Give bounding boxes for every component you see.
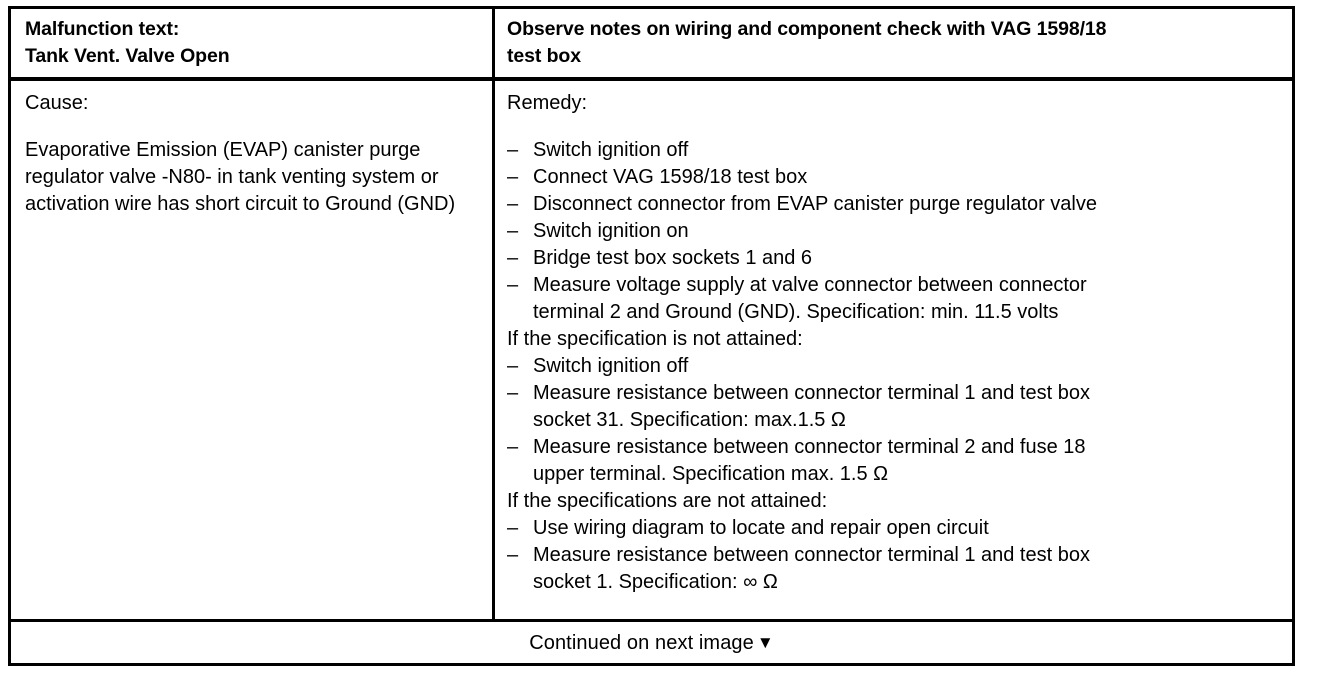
list-dash-marker: –	[507, 355, 519, 377]
down-triangle-icon: ▼	[756, 632, 774, 652]
remedy-item: –Use wiring diagram to locate and repair…	[507, 515, 1284, 542]
malfunction-text-value: Tank Vent. Valve Open	[25, 45, 230, 67]
notes-line-2: test box	[507, 45, 581, 67]
malfunction-table: Malfunction text: Tank Vent. Valve Open …	[8, 6, 1295, 666]
cause-cell: Cause: Evaporative Emission (EVAP) canis…	[11, 81, 495, 619]
remedy-item-text: Connect VAG 1598/18 test box	[533, 166, 808, 188]
remedy-cell: Remedy: –Switch ignition off–Connect VAG…	[495, 81, 1292, 619]
remedy-item: If the specification is not attained:	[507, 326, 1284, 353]
remedy-item-continuation: terminal 2 and Ground (GND). Specificati…	[533, 301, 1059, 323]
list-dash-marker: –	[507, 193, 519, 215]
cause-title: Cause:	[25, 92, 89, 114]
table-footer-row: Continued on next image▼	[11, 622, 1292, 663]
cause-text: Evaporative Emission (EVAP) canister pur…	[25, 139, 456, 215]
list-dash-marker: –	[507, 274, 519, 296]
list-dash-marker: –	[507, 517, 519, 539]
remedy-item-text: Switch ignition on	[533, 220, 689, 242]
notes-line-1: Observe notes on wiring and component ch…	[507, 18, 1107, 40]
malfunction-text-label: Malfunction text:	[25, 18, 180, 40]
remedy-item-text: Measure resistance between connector ter…	[533, 382, 1090, 404]
remedy-item: –Measure resistance between connector te…	[507, 380, 1284, 434]
remedy-item-text: Measure resistance between connector ter…	[533, 436, 1086, 458]
remedy-list: –Switch ignition off–Connect VAG 1598/18…	[507, 137, 1284, 596]
remedy-item: –Bridge test box sockets 1 and 6	[507, 245, 1284, 272]
remedy-item-text: Disconnect connector from EVAP canister …	[533, 193, 1097, 215]
list-dash-marker: –	[507, 544, 519, 566]
table-header-row: Malfunction text: Tank Vent. Valve Open …	[11, 9, 1292, 81]
header-cell-malfunction-text: Malfunction text: Tank Vent. Valve Open	[11, 9, 495, 77]
remedy-item-text: Bridge test box sockets 1 and 6	[533, 247, 813, 269]
continued-notice: Continued on next image▼	[529, 629, 774, 657]
header-cell-notes: Observe notes on wiring and component ch…	[495, 9, 1292, 77]
remedy-item-text: Measure resistance between connector ter…	[533, 544, 1090, 566]
list-dash-marker: –	[507, 166, 519, 188]
remedy-item: –Switch ignition off	[507, 353, 1284, 380]
remedy-item-text: If the specification is not attained:	[507, 328, 803, 350]
remedy-item-text: If the specifications are not attained:	[507, 490, 828, 512]
table-body-row: Cause: Evaporative Emission (EVAP) canis…	[11, 81, 1292, 622]
list-dash-marker: –	[507, 247, 519, 269]
remedy-item-continuation: socket 31. Specification: max.1.5 Ω	[533, 409, 846, 431]
list-dash-marker: –	[507, 436, 519, 458]
remedy-item-text: Switch ignition off	[533, 139, 689, 161]
list-dash-marker: –	[507, 220, 519, 242]
remedy-item: If the specifications are not attained:	[507, 488, 1284, 515]
remedy-item-continuation: upper terminal. Specification max. 1.5 Ω	[533, 463, 889, 485]
remedy-item: –Connect VAG 1598/18 test box	[507, 164, 1284, 191]
list-dash-marker: –	[507, 382, 519, 404]
remedy-item: –Measure resistance between connector te…	[507, 434, 1284, 488]
remedy-item-text: Measure voltage supply at valve connecto…	[533, 274, 1087, 296]
remedy-item: –Switch ignition off	[507, 137, 1284, 164]
continued-label: Continued on next image	[529, 631, 754, 654]
list-dash-marker: –	[507, 139, 519, 161]
remedy-item-continuation: socket 1. Specification: ∞ Ω	[533, 571, 778, 593]
remedy-item: –Measure voltage supply at valve connect…	[507, 272, 1284, 326]
remedy-title: Remedy:	[507, 92, 588, 114]
remedy-item: –Measure resistance between connector te…	[507, 542, 1284, 596]
remedy-item-text: Switch ignition off	[533, 355, 689, 377]
remedy-item: –Disconnect connector from EVAP canister…	[507, 191, 1284, 218]
remedy-item-text: Use wiring diagram to locate and repair …	[533, 517, 989, 539]
remedy-item: –Switch ignition on	[507, 218, 1284, 245]
